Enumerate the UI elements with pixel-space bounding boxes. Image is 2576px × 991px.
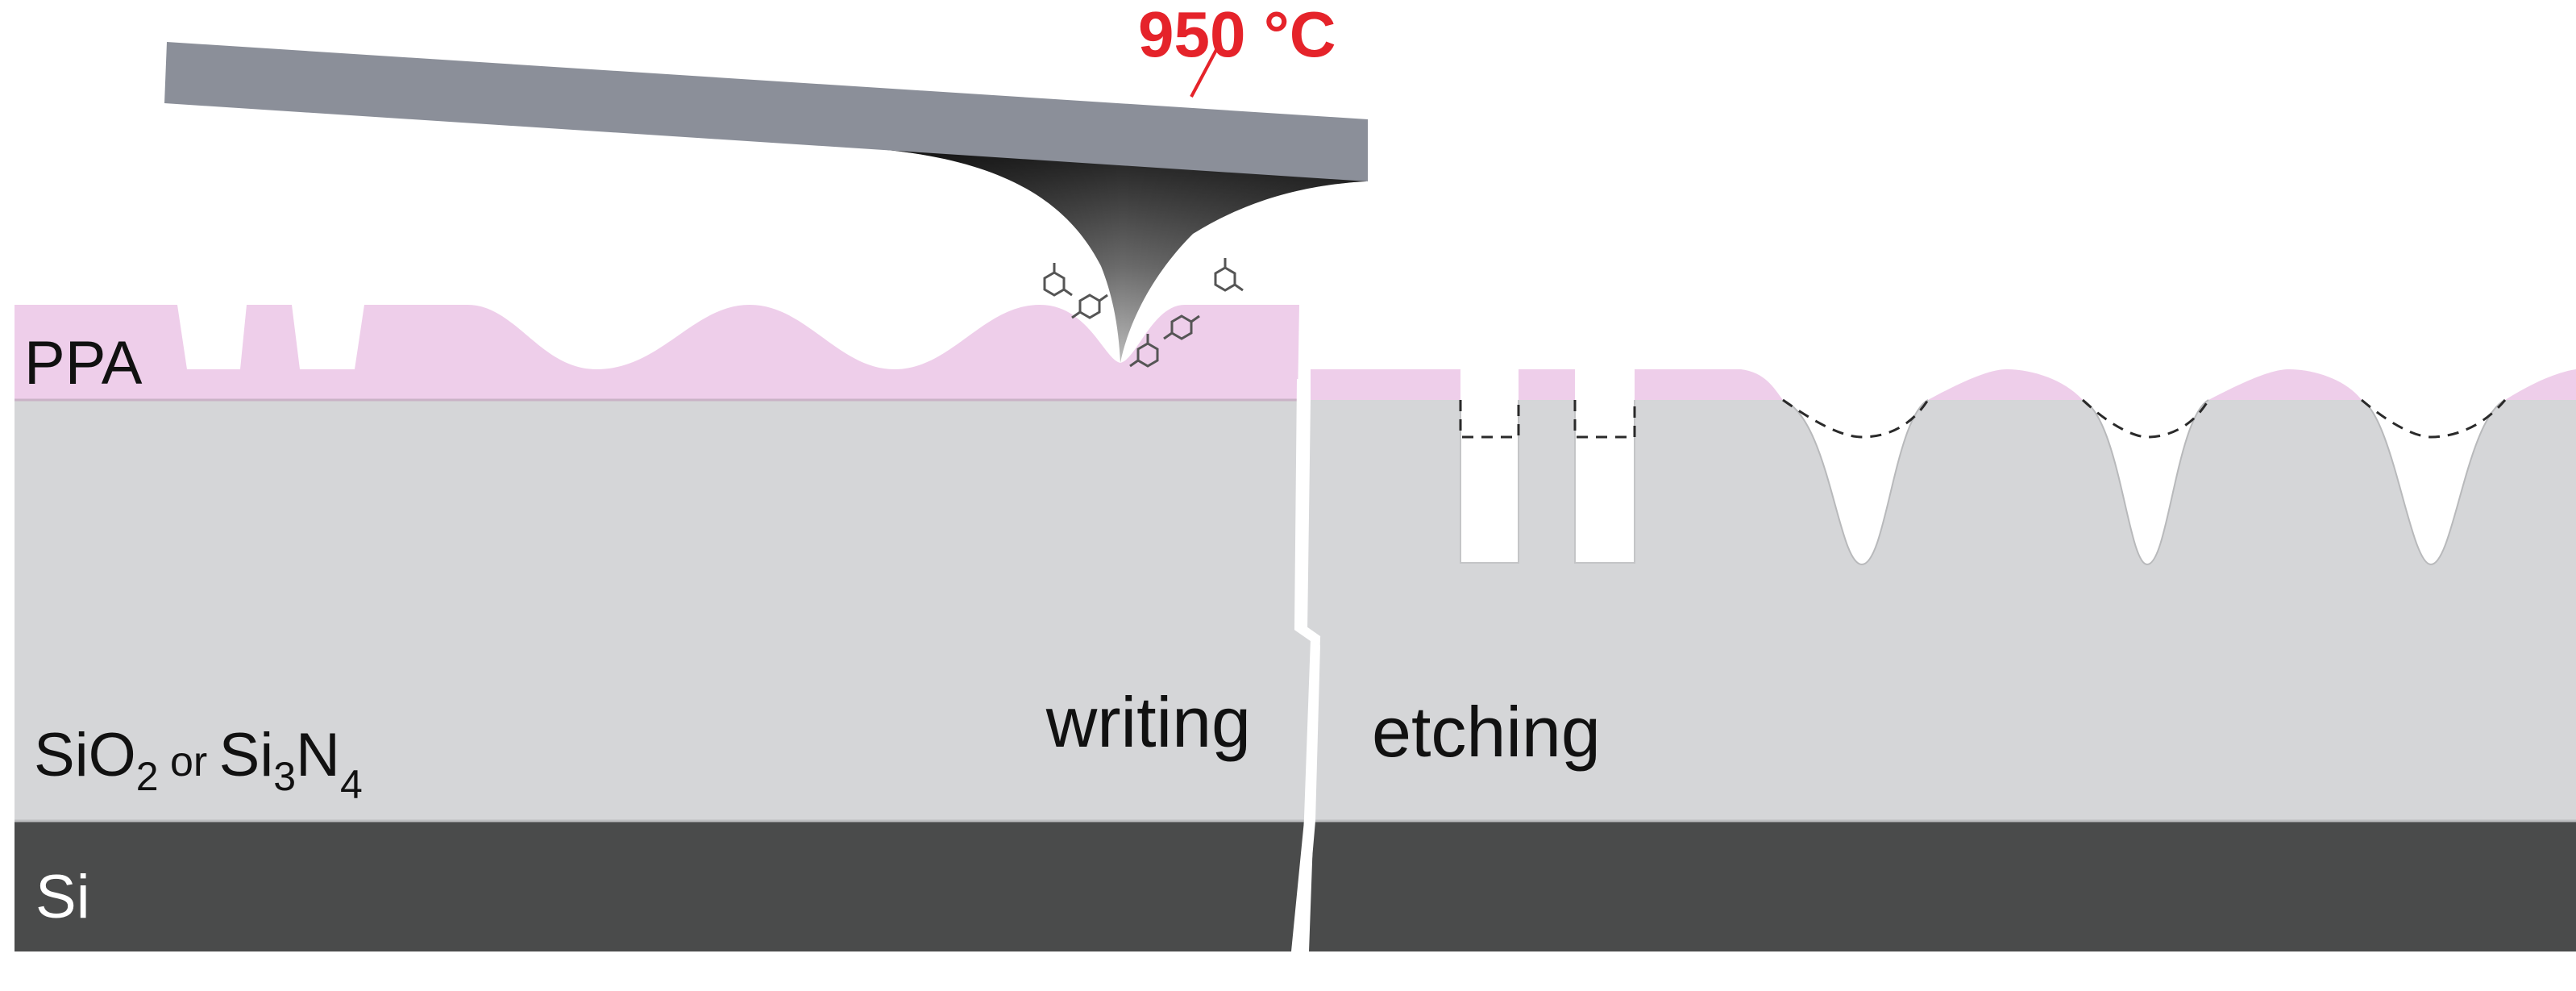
temperature-label: 950 °C [1138,0,1336,70]
original-profile-dashes [1459,398,2507,439]
dielectric-label: SiO2 or Si3N4 [34,721,363,807]
panel-break-line [1294,378,1321,952]
dielectric-layer-left [15,400,1315,821]
molecule-icon [1043,263,1073,297]
molecule-icons [1043,258,1244,368]
writing-panel [15,305,1315,951]
writing-label: writing [1045,682,1251,762]
ppa-label: PPA [24,329,143,398]
molecule-icon [1214,258,1244,292]
silicon-label: Si [35,863,90,931]
cantilever [164,42,1368,181]
silicon-substrate-left [15,821,1304,951]
molecule-icon [1163,314,1200,340]
molecule-icon [1129,334,1159,368]
molecule-icon [1071,294,1108,319]
ppa-remnants-right [1311,369,2576,400]
temperature-leader [1190,48,1219,98]
ppa-layer-left [15,305,1299,400]
dielectric-layer-right [1307,400,2576,821]
etching-panel [1304,369,2576,951]
heated-probe [164,42,1368,363]
etching-label: etching [1372,692,1601,772]
silicon-substrate-right [1304,821,2576,951]
